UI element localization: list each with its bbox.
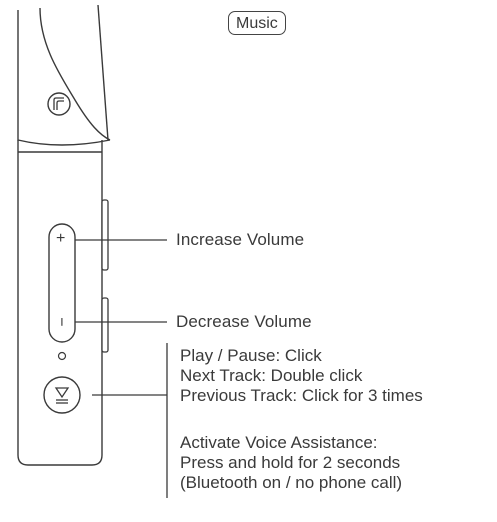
side-button-lower[interactable] [101, 297, 109, 353]
increase-volume-label: Increase Volume [176, 230, 305, 249]
cable [39, 7, 111, 141]
next-track-line: Next Track: Double click [180, 366, 363, 385]
decrease-volume-label: Decrease Volume [176, 312, 312, 331]
voice-line-2: Press and hold for 2 seconds [180, 453, 401, 472]
mode-tag: Music [228, 11, 286, 35]
volume-rocker[interactable] [48, 223, 76, 343]
square-logo-icon [53, 97, 64, 110]
control-body [17, 140, 103, 466]
plus-symbol: + [56, 230, 66, 247]
play-pause-icon [54, 387, 70, 404]
play-pause-button[interactable] [43, 376, 81, 414]
previous-track-line: Previous Track: Click for 3 times [180, 386, 423, 405]
top-button [47, 92, 71, 116]
play-pause-line: Play / Pause: Click [180, 346, 322, 365]
play-button-actions: Play / Pause: Click Next Track: Double c… [180, 346, 423, 406]
voice-assistant-actions: Activate Voice Assistance: Press and hol… [180, 433, 402, 493]
upper-housing [17, 10, 111, 146]
led-indicator-icon [57, 351, 67, 361]
cable-inner [97, 4, 109, 141]
voice-line-3: (Bluetooth on / no phone call) [180, 473, 403, 492]
side-button-upper[interactable] [101, 199, 109, 271]
voice-line-1: Activate Voice Assistance: [180, 433, 378, 452]
minus-symbol: − [52, 317, 70, 327]
